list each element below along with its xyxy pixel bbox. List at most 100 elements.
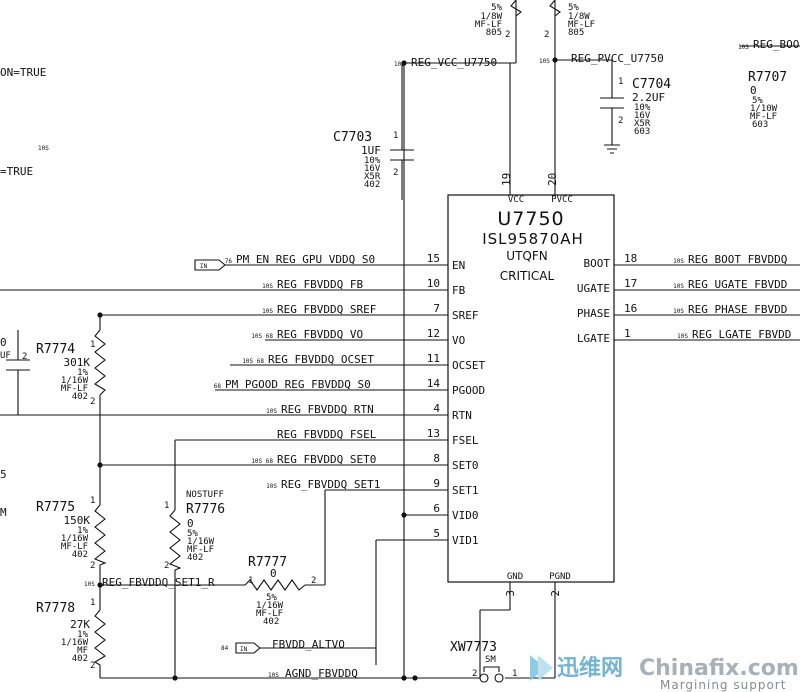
pin-number-12: 12 xyxy=(427,327,440,340)
svg-text:5%: 5% xyxy=(568,3,579,13)
pin-name-pvcc: PVCC xyxy=(551,195,573,205)
net-xref: 10S 68 xyxy=(242,358,264,365)
svg-text:805: 805 xyxy=(486,28,502,38)
net-label[interactable]: PM_EN_REG_GPU_VDDQ_S0 xyxy=(236,253,375,266)
net-label[interactable]: REG_FBVDDQ_RTN xyxy=(281,403,374,416)
svg-text:27K: 27K xyxy=(70,618,90,631)
pin-number-1: 1 xyxy=(624,327,631,340)
resistor-r7778[interactable]: R7778 1 27K 1% 1/16W MF 402 2 xyxy=(36,598,106,671)
pin-number-10: 10 xyxy=(427,277,440,290)
svg-text:805: 805 xyxy=(568,28,584,38)
svg-text:1%: 1% xyxy=(77,368,88,378)
net-boot-right[interactable]: REG_BOO xyxy=(753,38,799,51)
svg-text:2: 2 xyxy=(618,116,623,126)
net-pvcc[interactable]: REG_PVCC_U7750 xyxy=(571,52,664,65)
net-agnd[interactable]: AGND_FBVDDQ xyxy=(285,667,358,680)
svg-text:1%: 1% xyxy=(77,630,88,640)
svg-text:IN: IN xyxy=(240,646,248,653)
net-label[interactable]: REG_FBVDDQ_OCSET xyxy=(268,353,374,366)
svg-text:M: M xyxy=(0,506,7,519)
svg-text:10%: 10% xyxy=(634,103,651,113)
svg-text:IN: IN xyxy=(200,263,208,270)
net-label[interactable]: REG_FBVDDQ_FB xyxy=(277,278,363,291)
ic-body xyxy=(447,194,615,583)
net-altvo[interactable]: FBVDD_ALTVO xyxy=(272,638,345,651)
jumper-xw7773[interactable]: XW7773 SM 2 1 xyxy=(450,640,517,683)
pin-number-13: 13 xyxy=(427,427,440,440)
port-flag-en[interactable]: IN xyxy=(194,259,226,271)
svg-text:5: 5 xyxy=(0,468,7,481)
svg-text:R7775: R7775 xyxy=(36,500,75,515)
svg-text:Margining support: Margining support xyxy=(660,678,786,692)
ic-note: CRITICAL xyxy=(500,269,555,283)
r-top-left[interactable]: 5% 1/8W MF-LF 805 2 xyxy=(475,0,522,40)
svg-text:MF-LF: MF-LF xyxy=(256,609,283,619)
net-xref: 10S 68 xyxy=(251,458,273,465)
svg-text:10S: 10S xyxy=(84,581,95,588)
resistor-r7775[interactable]: R7775 1 150K 1% 1/16W MF-LF 402 2 xyxy=(36,496,107,571)
resistor-r7776[interactable]: NOSTUFF 1 R7776 0 5% 1/16W MF-LF 402 2 xyxy=(164,490,225,571)
resistor-r7774[interactable]: R7774 1 301K 1% 1/16W MF-LF 402 2 xyxy=(36,329,106,407)
net-xref: 76 xyxy=(225,258,233,265)
net-set1-r[interactable]: REG_FBVDDQ_SET1_R xyxy=(102,576,215,589)
pin-name-ugate: UGATE xyxy=(577,282,610,295)
svg-text:NOSTUFF: NOSTUFF xyxy=(186,490,224,500)
net-label[interactable]: REG_UGATE_FBVDD xyxy=(688,278,787,291)
port-flag-altvo[interactable]: IN xyxy=(235,642,261,654)
net-label[interactable]: REG_FBVDDQ_SET1 xyxy=(281,478,380,491)
svg-text:0: 0 xyxy=(750,84,757,97)
resistor-r7707[interactable]: R7707 0 5% 1/10W MF-LF 603 xyxy=(748,70,787,130)
pin-number-20: 20 xyxy=(546,173,559,186)
svg-text:1/16W: 1/16W xyxy=(187,537,215,547)
net-label[interactable]: REG_BOOT_FBVDDQ xyxy=(688,253,787,266)
svg-text:1/8W: 1/8W xyxy=(568,12,590,22)
svg-text:MF-LF: MF-LF xyxy=(61,384,88,394)
svg-text:迅维网: 迅维网 xyxy=(557,655,623,681)
svg-text:402: 402 xyxy=(72,550,88,560)
svg-text:2: 2 xyxy=(393,168,398,178)
svg-text:X5R: X5R xyxy=(634,119,651,129)
svg-text:301K: 301K xyxy=(64,356,91,369)
svg-text:Chinafix.com: Chinafix.com xyxy=(639,656,799,681)
pin-number-15: 15 xyxy=(427,252,440,265)
svg-text:2: 2 xyxy=(90,661,95,671)
net-xref: 10S xyxy=(673,283,684,290)
resistor-r7777[interactable]: R7777 0 1 2 5% 1/16W MF-LF 402 xyxy=(244,555,316,627)
net-label[interactable]: REG_FBVDDQ_FSEL xyxy=(277,428,377,441)
svg-text:UF: UF xyxy=(0,351,11,361)
ic-u7750[interactable]: U7750 ISL95870AH UTQFN CRITICAL EN15PM_E… xyxy=(214,173,792,597)
pin-number-5: 5 xyxy=(433,527,440,540)
svg-text:1: 1 xyxy=(90,496,95,506)
svg-text:1: 1 xyxy=(90,340,95,350)
svg-text:SM: SM xyxy=(485,655,496,665)
junctions xyxy=(97,57,558,681)
svg-text:1UF: 1UF xyxy=(361,144,381,157)
net-label[interactable]: REG_FBVDDQ_VO xyxy=(277,328,363,341)
pin-name-phase: PHASE xyxy=(577,307,610,320)
pin-name-en: EN xyxy=(452,259,465,272)
svg-text:2: 2 xyxy=(90,561,95,571)
svg-text:1/16W: 1/16W xyxy=(61,534,89,544)
net-vcc[interactable]: REG_VCC_U7750 xyxy=(411,56,497,69)
svg-text:1/10W: 1/10W xyxy=(750,104,778,114)
svg-text:0: 0 xyxy=(270,567,277,580)
svg-text:=TRUE: =TRUE xyxy=(0,165,33,178)
net-label[interactable]: REG_LGATE_FBVDD xyxy=(692,328,791,341)
net-label[interactable]: REG_FBVDDQ_SREF xyxy=(277,303,376,316)
capacitor-c7703[interactable]: C7703 1 1UF 10% 16V X5R 402 2 xyxy=(333,130,414,190)
net-label[interactable]: REG_FBVDDQ_SET0 xyxy=(277,453,376,466)
svg-text:1: 1 xyxy=(512,669,517,679)
svg-text:10S: 10S xyxy=(268,672,279,679)
net-label[interactable]: PM_PGOOD_REG_FBVDDQ_S0 xyxy=(225,378,371,391)
capacitor-c7704[interactable]: 1 C7704 2.2UF 10% 16V X5R 603 2 xyxy=(600,77,671,137)
pin-number-17: 17 xyxy=(624,277,637,290)
r-top-right[interactable]: 5% 1/8W MF-LF 805 2 xyxy=(544,0,595,40)
svg-text:0: 0 xyxy=(187,517,194,530)
svg-text:C7704: C7704 xyxy=(632,77,671,92)
svg-text:402: 402 xyxy=(364,180,380,190)
svg-text:MF-LF: MF-LF xyxy=(750,112,777,122)
svg-text:R7778: R7778 xyxy=(36,601,75,616)
svg-text:R7776: R7776 xyxy=(186,502,225,517)
net-label[interactable]: REG_PHASE_FBVDD xyxy=(688,303,787,316)
svg-text:MF-LF: MF-LF xyxy=(475,20,502,30)
